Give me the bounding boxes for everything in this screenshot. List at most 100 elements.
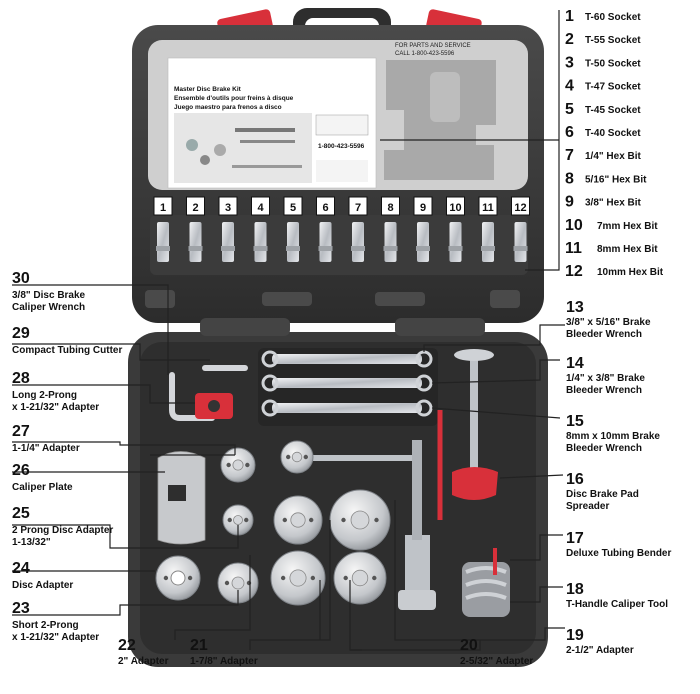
callout-text: 2-1/2" Adapter [566, 645, 634, 656]
slot-number: 7 [355, 202, 361, 214]
callout-text: 10mm Hex Bit [597, 267, 664, 278]
leader-lines [12, 10, 565, 651]
callout-27: 27 1-1/4" Adapter [12, 423, 80, 454]
callout-number: 20 [460, 637, 478, 654]
callout-text: T-40 Socket [585, 128, 641, 139]
callout-number: 7 [565, 147, 574, 164]
adapter-25[interactable] [222, 504, 254, 536]
deluxe-tubing-bender[interactable] [462, 548, 510, 617]
socket-slot-4[interactable]: 4 [251, 196, 270, 262]
callout-text: 1/4" Hex Bit [585, 151, 642, 162]
card-title-en: Master Disc Brake Kit [174, 86, 242, 93]
lower-tools [155, 348, 510, 617]
callout-number: 18 [566, 581, 584, 598]
adapter-23[interactable] [217, 562, 259, 604]
socket-slot-8[interactable]: 8 [381, 196, 400, 262]
callout-text: 8mm x 10mm Brake [566, 431, 660, 442]
callout-text: Short 2-Prong [12, 620, 79, 631]
slot-number: 6 [322, 202, 328, 214]
callout-text: T-45 Socket [585, 105, 641, 116]
callout-3: 3 T-50 Socket [565, 54, 641, 71]
callout-text: 1-13/32" [12, 537, 51, 548]
callout-text: Deluxe Tubing Bender [566, 548, 671, 559]
callout-number: 12 [565, 263, 583, 280]
callout-number: 21 [190, 637, 208, 654]
callout-text: 1-1/4" Adapter [12, 443, 80, 454]
adapter-27[interactable] [220, 447, 256, 483]
disc-brake-pad-spreader[interactable] [437, 349, 498, 520]
callout-22: 222" Adapter [118, 637, 169, 667]
slot-number: 12 [514, 202, 526, 214]
callout-number: 1 [565, 8, 574, 25]
adapter-22[interactable] [270, 550, 326, 606]
callout-number: 15 [566, 413, 584, 430]
callout-number: 24 [12, 560, 30, 577]
callout-text: T-50 Socket [585, 58, 641, 69]
callout-12: 12 10mm Hex Bit [565, 263, 664, 280]
socket-slot-6[interactable]: 6 [316, 196, 335, 262]
callout-18: 18T-Handle Caliper Tool [566, 581, 668, 610]
callout-text: Bleeder Wrench [566, 329, 642, 340]
callout-text: Caliper Wrench [12, 302, 85, 313]
callout-text: 2 Prong Disc Adapter [12, 525, 113, 536]
callout-text: 3/8" Disc Brake [12, 290, 86, 301]
callout-text: Caliper Plate [12, 482, 73, 493]
callout-number: 3 [565, 54, 574, 71]
callout-text: 2" Adapter [118, 656, 169, 667]
card-title-fr: Ensemble d'outils pour freins à disque [174, 95, 294, 102]
adapter-1-1-4[interactable] [280, 440, 314, 474]
callout-number: 11 [565, 240, 582, 257]
socket-slot-11[interactable]: 11 [478, 196, 498, 262]
card-service-1: FOR PARTS AND SERVICE [395, 43, 471, 49]
callout-text: 2-5/32" Adapter [460, 656, 533, 667]
caliper-wrench[interactable] [169, 372, 215, 421]
callout-text: 3/8" x 5/16" Brake [566, 317, 651, 328]
socket-slot-10[interactable]: 10 [446, 196, 465, 262]
callout-text: Bleeder Wrench [566, 443, 642, 454]
callout-number: 2 [565, 31, 574, 48]
callout-text: Spreader [566, 501, 609, 512]
callout-text: x 1-21/32" Adapter [12, 632, 99, 643]
slot-number: 11 [482, 202, 494, 214]
callout-text: 5/16" Hex Bit [585, 174, 647, 185]
socket-slot-1[interactable]: 1 [153, 196, 173, 262]
callout-text: 8mm Hex Bit [597, 244, 658, 255]
callout-text: Bleeder Wrench [566, 385, 642, 396]
socket-slot-9[interactable]: 9 [413, 196, 433, 262]
callout-number: 10 [565, 217, 583, 234]
socket-slot-7[interactable]: 7 [348, 196, 368, 262]
adapter-19[interactable] [329, 489, 391, 551]
socket-slot-5[interactable]: 5 [283, 196, 303, 262]
adapter-20[interactable] [333, 551, 387, 605]
t-handle-caliper-tool[interactable] [398, 440, 436, 610]
socket-slot-2[interactable]: 2 [186, 196, 205, 262]
slot-number: 3 [225, 202, 231, 214]
socket-slot-3[interactable]: 3 [218, 196, 238, 262]
card-title-es: Juego maestro para frenos a disco [174, 104, 282, 111]
socket-slot-12[interactable]: 12 [511, 196, 530, 262]
callout-number: 26 [12, 462, 30, 479]
callout-text: Compact Tubing Cutter [12, 345, 122, 356]
callout-number: 27 [12, 423, 30, 440]
callout-number: 25 [12, 505, 30, 522]
callout-number: 14 [566, 355, 584, 372]
bleeder-wrenches[interactable] [258, 348, 438, 426]
callout-number: 29 [12, 325, 30, 342]
adapter-21[interactable] [273, 495, 323, 545]
callout-11: 11 8mm Hex Bit [565, 240, 658, 257]
slot-number: 10 [449, 202, 461, 214]
